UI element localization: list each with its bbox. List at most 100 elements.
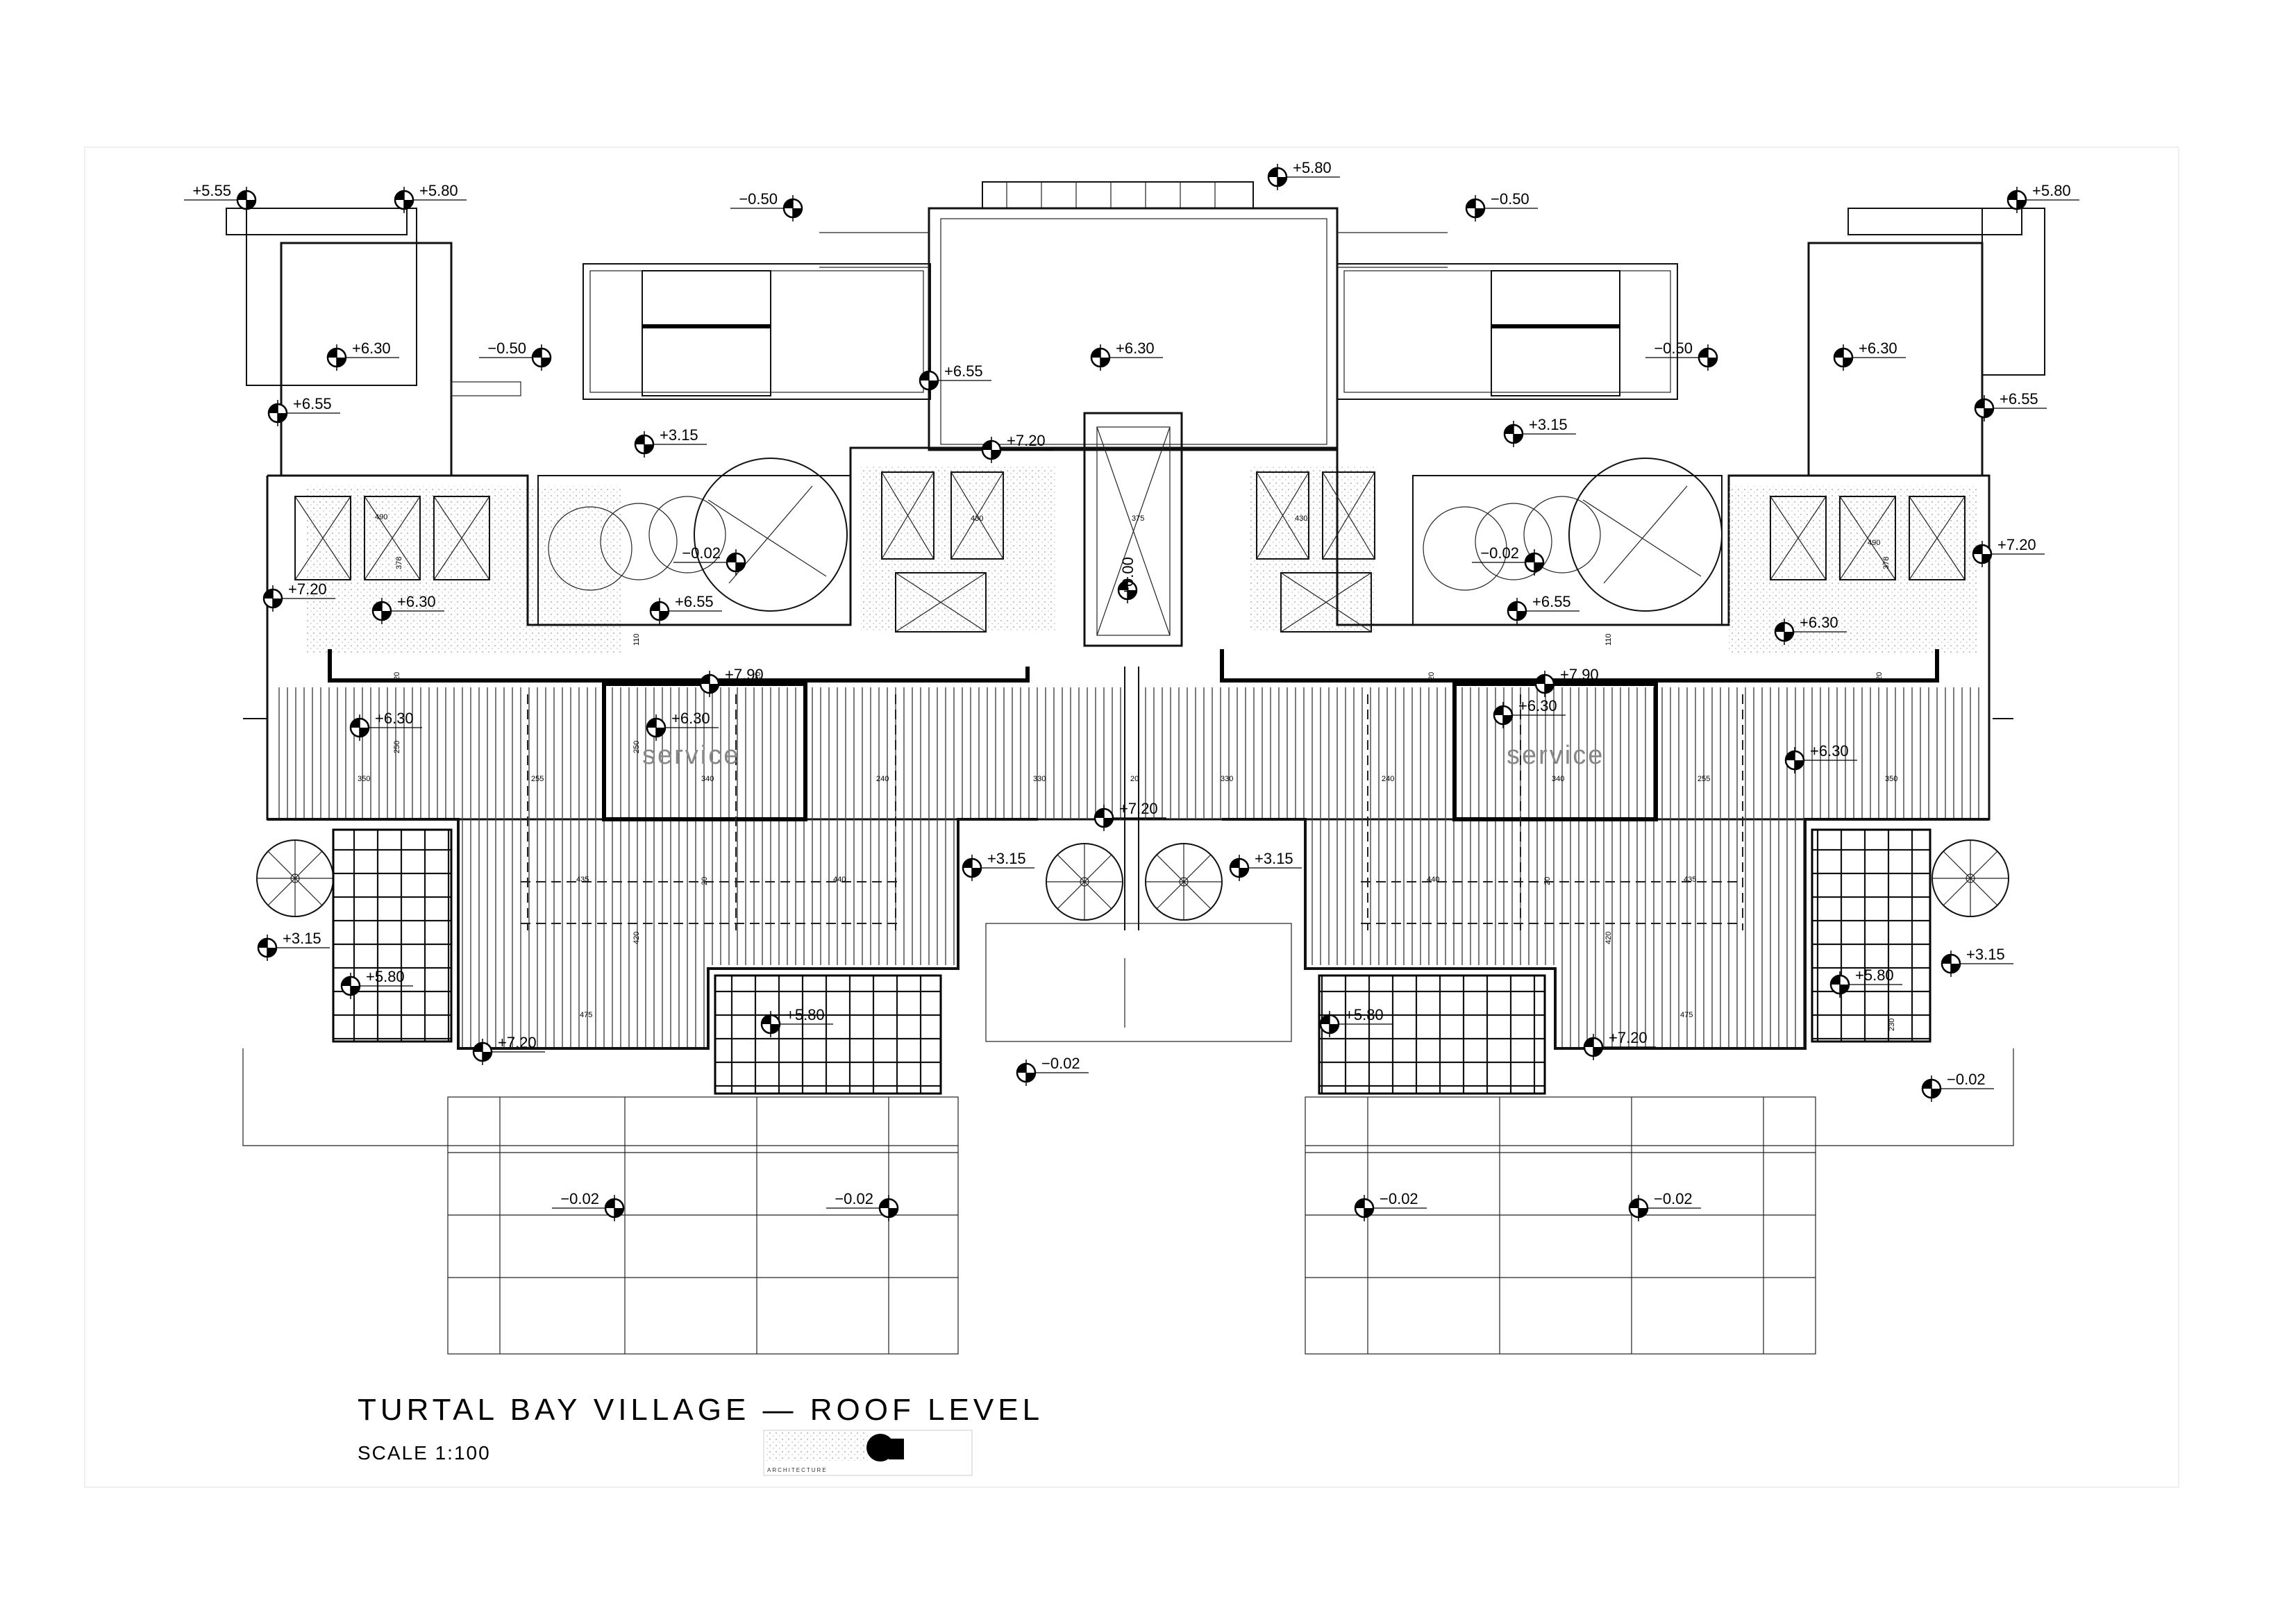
level-text-l3: −0.50 — [739, 190, 778, 208]
level-marker-l13: +6.55 — [919, 362, 991, 394]
dimension-d31: 20 — [1543, 877, 1552, 885]
dimension-d20: 330 — [1221, 775, 1233, 783]
dimension-d7: 378 — [1882, 557, 1891, 569]
level-marker-l19: +7.20 — [262, 580, 335, 612]
level-marker-l2: +5.80 — [394, 182, 467, 213]
level-marker-l7: +6.30 — [326, 340, 399, 371]
level-marker-l37: +5.80 — [340, 968, 413, 999]
level-text-l14: +6.55 — [2000, 390, 2038, 408]
level-marker-l46: −0.02 — [826, 1190, 899, 1221]
level-text-l28: +6.30 — [375, 710, 414, 727]
level-marker-l24: +6.55 — [1507, 593, 1579, 624]
level-marker-l11: −0.50 — [1645, 340, 1718, 371]
tower-right — [1807, 208, 2045, 477]
level-marker-l20: +6.30 — [371, 593, 444, 624]
dimension-d11: 20 — [754, 672, 762, 680]
level-text-l25: +6.30 — [1800, 614, 1838, 631]
level-text-l21: +6.55 — [675, 593, 714, 610]
pergola-left — [447, 1096, 959, 1355]
level-text-l17: +3.15 — [1529, 416, 1568, 433]
level-text-l38: +5.80 — [786, 1006, 825, 1023]
level-marker-l41: +7.20 — [472, 1034, 545, 1065]
dimension-d8: 110 — [632, 633, 641, 646]
parapet-walls — [267, 649, 1989, 1050]
level-marker-l29: +6.30 — [646, 710, 719, 741]
stairs-left — [642, 270, 771, 396]
level-text-l34: +3.15 — [1255, 850, 1293, 867]
level-text-l15: +3.15 — [660, 426, 698, 444]
dimension-d15: 255 — [531, 775, 544, 783]
level-text-l27: +7.90 — [1560, 666, 1599, 683]
dimension-d34: 420 — [1604, 932, 1613, 944]
level-marker-l4: +5.80 — [1267, 159, 1340, 190]
dimension-d36: 475 — [1680, 1011, 1693, 1019]
level-text-l30: +6.30 — [1518, 697, 1557, 714]
level-text-l20: +6.30 — [397, 593, 436, 610]
dimension-d26: 250 — [632, 741, 641, 753]
level-marker-l39: +5.80 — [1319, 1006, 1392, 1037]
level-text-l39: +5.80 — [1345, 1006, 1384, 1023]
level-text-l26: +7.90 — [725, 666, 764, 683]
level-marker-l33: +3.15 — [962, 850, 1034, 881]
dimension-d6: 490 — [1868, 539, 1880, 547]
level-marker-l30: +6.30 — [1493, 697, 1566, 728]
level-marker-l40: +5.80 — [1829, 966, 1902, 998]
level-marker-l23: +7.20 — [1972, 536, 2045, 567]
level-marker-l5: −0.50 — [1465, 190, 1538, 221]
level-marker-l31: +6.30 — [1784, 742, 1857, 773]
room-label-service-left: service — [642, 741, 740, 770]
drawing-scale: SCALE 1:100 — [358, 1442, 491, 1464]
level-marker-l36: +3.15 — [1941, 946, 2013, 977]
level-text-l12: +6.30 — [1859, 340, 1897, 357]
level-markers: +5.55 +5.80 −0.50 +5.80 −0.50 +5.80 +6.30 −0.50… — [184, 159, 2079, 1221]
dimension-d30: 440 — [1427, 876, 1439, 884]
level-text-l45: −0.02 — [560, 1190, 599, 1207]
level-text-l9: +6.55 — [293, 395, 332, 412]
dimension-d4: 375 — [1132, 514, 1144, 523]
level-text-l37: +5.80 — [366, 968, 405, 985]
level-marker-l48: −0.02 — [1628, 1190, 1701, 1221]
dimension-d29: 440 — [833, 876, 846, 884]
central-shaft — [1083, 412, 1183, 647]
logo-caption: ARCHITECTURE — [767, 1467, 828, 1473]
dimension-d21: 240 — [1382, 775, 1394, 783]
level-text-l18: −0.02 — [682, 544, 721, 562]
level-marker-l12: +6.30 — [1833, 340, 1906, 371]
planter-left — [537, 458, 851, 626]
dimension-d33: 420 — [632, 932, 641, 944]
top-structures — [226, 181, 2022, 451]
level-marker-l28: +6.30 — [349, 710, 422, 741]
level-marker-l34: +3.15 — [1229, 850, 1302, 881]
pergola-beams — [521, 694, 1743, 930]
level-text-l31: +6.30 — [1810, 742, 1849, 760]
level-text-l32: +7.20 — [1119, 800, 1158, 817]
dimension-d17: 240 — [876, 775, 889, 783]
level-text-l48: −0.02 — [1654, 1190, 1693, 1207]
lower-outline — [242, 718, 2014, 1146]
level-marker-l35: +3.15 — [257, 930, 330, 961]
level-text-l24: +6.55 — [1532, 593, 1571, 610]
level-marker-l47: −0.02 — [1354, 1190, 1427, 1221]
dimension-d27: 435 — [576, 876, 589, 884]
dimension-d25: 250 — [393, 741, 401, 753]
level-text-l44: −0.02 — [1947, 1071, 1986, 1088]
level-marker-l25: +6.30 — [1774, 614, 1847, 645]
level-text-l1: +5.55 — [192, 182, 231, 199]
level-marker-l14: +6.55 — [1974, 390, 2047, 421]
level-marker-l32: +7.20 — [1093, 800, 1166, 831]
level-text-l6: +5.80 — [2032, 182, 2071, 199]
level-marker-l15: +3.15 — [634, 426, 707, 458]
level-marker-l17: +3.15 — [1503, 416, 1576, 447]
level-marker-l38: +5.80 — [760, 1006, 833, 1037]
dimension-d10: 20 — [393, 672, 401, 680]
planter-right — [1412, 458, 1723, 626]
dimension-d19: 20 — [1130, 775, 1139, 783]
dimension-d12: 20 — [1427, 672, 1436, 680]
pergola-right — [1305, 1096, 1816, 1355]
level-marker-l27: +7.90 — [1534, 666, 1607, 697]
skylights — [294, 471, 1966, 633]
level-text-l42: +7.20 — [1609, 1029, 1648, 1046]
level-text-l2: +5.80 — [419, 182, 458, 199]
